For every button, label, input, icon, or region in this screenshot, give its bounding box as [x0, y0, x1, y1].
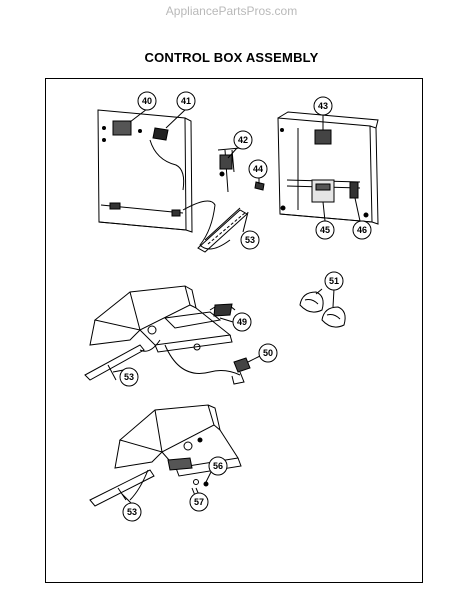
callout-42: 42 — [238, 135, 248, 145]
probe-assembly — [217, 147, 241, 193]
callout-49: 49 — [237, 317, 247, 327]
watermark: AppliancePartsPros.com — [165, 4, 298, 18]
callout-44: 44 — [253, 164, 263, 174]
callout-46: 46 — [357, 225, 367, 235]
control-panel-left — [97, 109, 231, 250]
callout-50: 50 — [263, 348, 273, 358]
callout-41: 41 — [181, 96, 191, 106]
callout-56: 56 — [213, 461, 223, 471]
connector-part — [231, 357, 251, 385]
burner-box-middle — [84, 285, 241, 381]
callout-40: 40 — [142, 96, 152, 106]
callout-51: 51 — [329, 276, 339, 286]
callout-labels: 40 41 42 43 44 45 46 53 51 49 50 53 56 5… — [124, 96, 367, 517]
callout-45: 45 — [320, 225, 330, 235]
diagram-title: CONTROL BOX ASSEMBLY — [144, 50, 319, 65]
clip-part — [254, 181, 265, 191]
diagram-frame — [45, 78, 423, 583]
control-box-right — [277, 111, 379, 225]
burner-box-bottom — [89, 404, 242, 507]
callout-53-bottom: 53 — [127, 507, 137, 517]
callouts — [112, 91, 372, 522]
callout-53-middle: 53 — [124, 372, 134, 382]
knobs — [299, 291, 346, 328]
callout-53-top: 53 — [245, 235, 255, 245]
callout-43: 43 — [318, 101, 328, 111]
callout-57: 57 — [194, 497, 204, 507]
